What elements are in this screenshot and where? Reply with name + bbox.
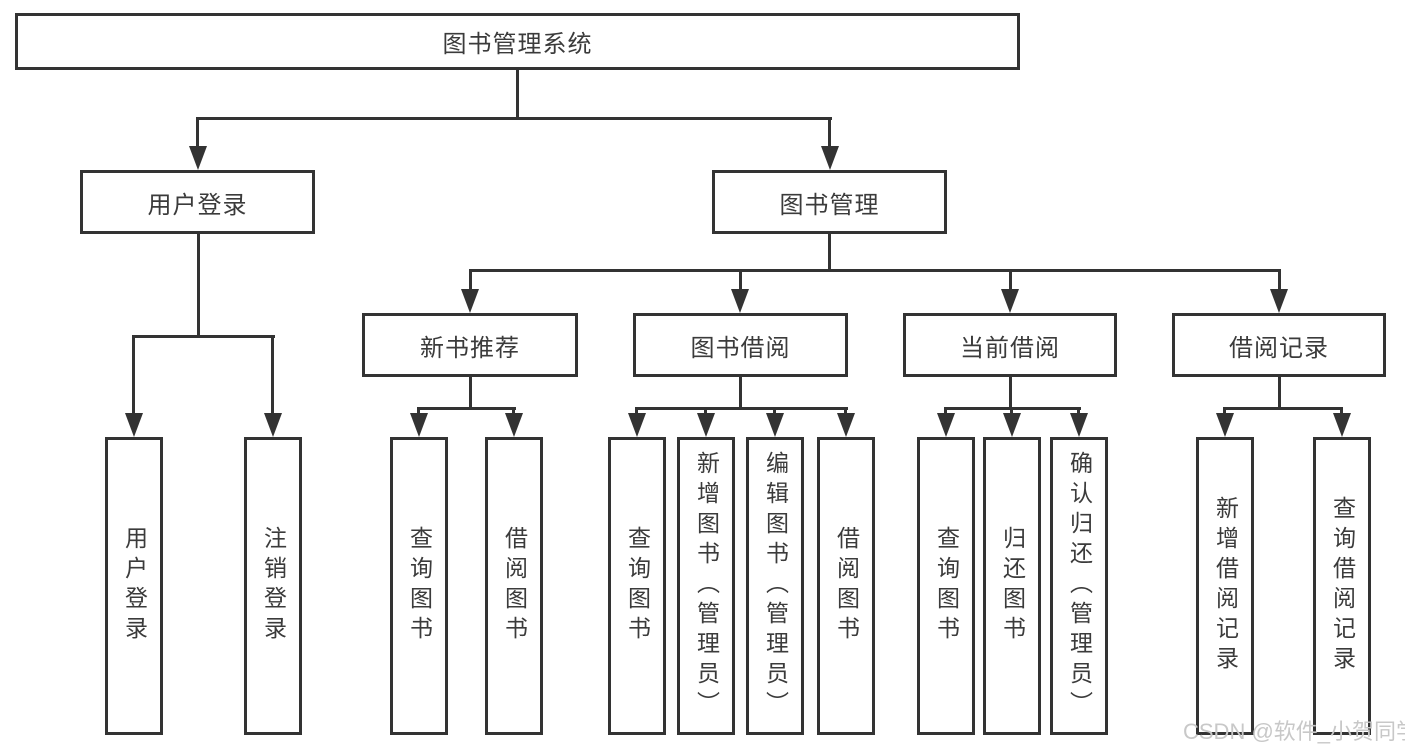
leaf-add-book-admin: 新增图书（管理员） [677,437,735,735]
connector-line [469,376,472,409]
connector-line [1009,376,1012,409]
node-new-book-recommend: 新书推荐 [362,313,578,377]
node-current-borrow: 当前借阅 [903,313,1117,377]
node-label: 图书借阅 [690,334,791,362]
leaf-label: 编辑图书（管理员） [762,451,789,721]
connector-line [196,117,199,149]
arrow-down-icon [1003,413,1021,437]
arrow-down-icon [837,413,855,437]
arrow-down-icon [125,413,143,437]
leaf-confirm-return-admin: 确认归还（管理员） [1050,437,1108,735]
node-label: 借阅记录 [1229,334,1329,362]
leaf-label: 查询图书 [933,526,960,646]
csdn-watermark: CSDN @软件_小贺同学 [1183,719,1405,744]
connector-line [271,335,274,415]
arrow-down-icon [1270,289,1288,313]
leaf-current-query-book: 查询图书 [917,437,975,735]
arrow-down-icon [1333,413,1351,437]
arrow-down-icon [1001,289,1019,313]
connector-line [635,407,638,416]
connector-line [132,335,275,338]
connector-line [739,376,742,409]
node-user-login: 用户登录 [80,170,315,234]
leaf-return-book: 归还图书 [983,437,1041,735]
connector-line [636,407,848,410]
arrow-down-icon [731,289,749,313]
connector-line [516,70,519,118]
leaf-label: 注销登录 [260,526,287,646]
node-label: 用户登录 [147,191,248,219]
node-label: 当前借阅 [960,334,1060,362]
leaf-label: 新增借阅记录 [1212,496,1239,676]
arrow-down-icon [697,413,715,437]
connector-line [132,335,135,415]
leaf-edit-book-admin: 编辑图书（管理员） [746,437,804,735]
connector-line [469,269,472,291]
leaf-label: 借阅图书 [501,526,528,646]
arrow-down-icon [505,413,523,437]
leaf-query-borrow-record: 查询借阅记录 [1313,437,1371,735]
connector-line [1340,407,1343,416]
connector-line [828,117,831,149]
leaf-rec-query-book: 查询图书 [390,437,448,735]
arrow-down-icon [766,413,784,437]
leaf-borrow-query-book: 查询图书 [608,437,666,735]
connector-line [197,233,200,337]
arrow-down-icon [264,413,282,437]
arrow-down-icon [1070,413,1088,437]
arrow-down-icon [1216,413,1234,437]
leaf-label: 用户登录 [121,526,148,646]
leaf-add-borrow-record: 新增借阅记录 [1196,437,1254,735]
leaf-label: 确认归还（管理员） [1066,451,1093,721]
leaf-label: 查询图书 [406,526,433,646]
connector-line [417,407,420,416]
arrow-down-icon [937,413,955,437]
leaf-label: 新增图书（管理员） [693,451,720,721]
leaf-user-login: 用户登录 [105,437,163,735]
leaf-borrow-borrow-book: 借阅图书 [817,437,875,735]
arrow-down-icon [821,146,839,170]
connector-line [469,269,1281,272]
connector-line [1223,407,1226,416]
node-root: 图书管理系统 [15,13,1020,70]
leaf-logout: 注销登录 [244,437,302,735]
leaf-label: 查询图书 [624,526,651,646]
connector-line [773,407,776,416]
connector-line [1077,407,1080,416]
node-label: 图书管理 [779,191,880,219]
node-book-management: 图书管理 [712,170,947,234]
connector-line [945,407,1081,410]
connector-line [704,407,707,416]
connector-line [944,407,947,416]
connector-line [828,233,831,271]
connector-line [844,407,847,416]
connector-line [1278,269,1281,291]
connector-line [1009,269,1012,291]
node-borrow-records: 借阅记录 [1172,313,1386,377]
leaf-label: 归还图书 [999,526,1026,646]
node-book-borrow: 图书借阅 [633,313,848,377]
arrow-down-icon [189,146,207,170]
connector-line [512,407,515,416]
connector-line [1010,407,1013,416]
node-label: 新书推荐 [420,334,520,362]
connector-line [418,407,516,410]
leaf-label: 借阅图书 [833,526,860,646]
connector-line [739,269,742,291]
arrow-down-icon [461,289,479,313]
leaf-rec-borrow-book: 借阅图书 [485,437,543,735]
connector-line [197,117,832,120]
connector-line [1278,376,1281,409]
connector-line [1224,407,1343,410]
leaf-label: 查询借阅记录 [1329,496,1356,676]
arrow-down-icon [628,413,646,437]
arrow-down-icon [410,413,428,437]
node-label: 图书管理系统 [442,31,593,58]
